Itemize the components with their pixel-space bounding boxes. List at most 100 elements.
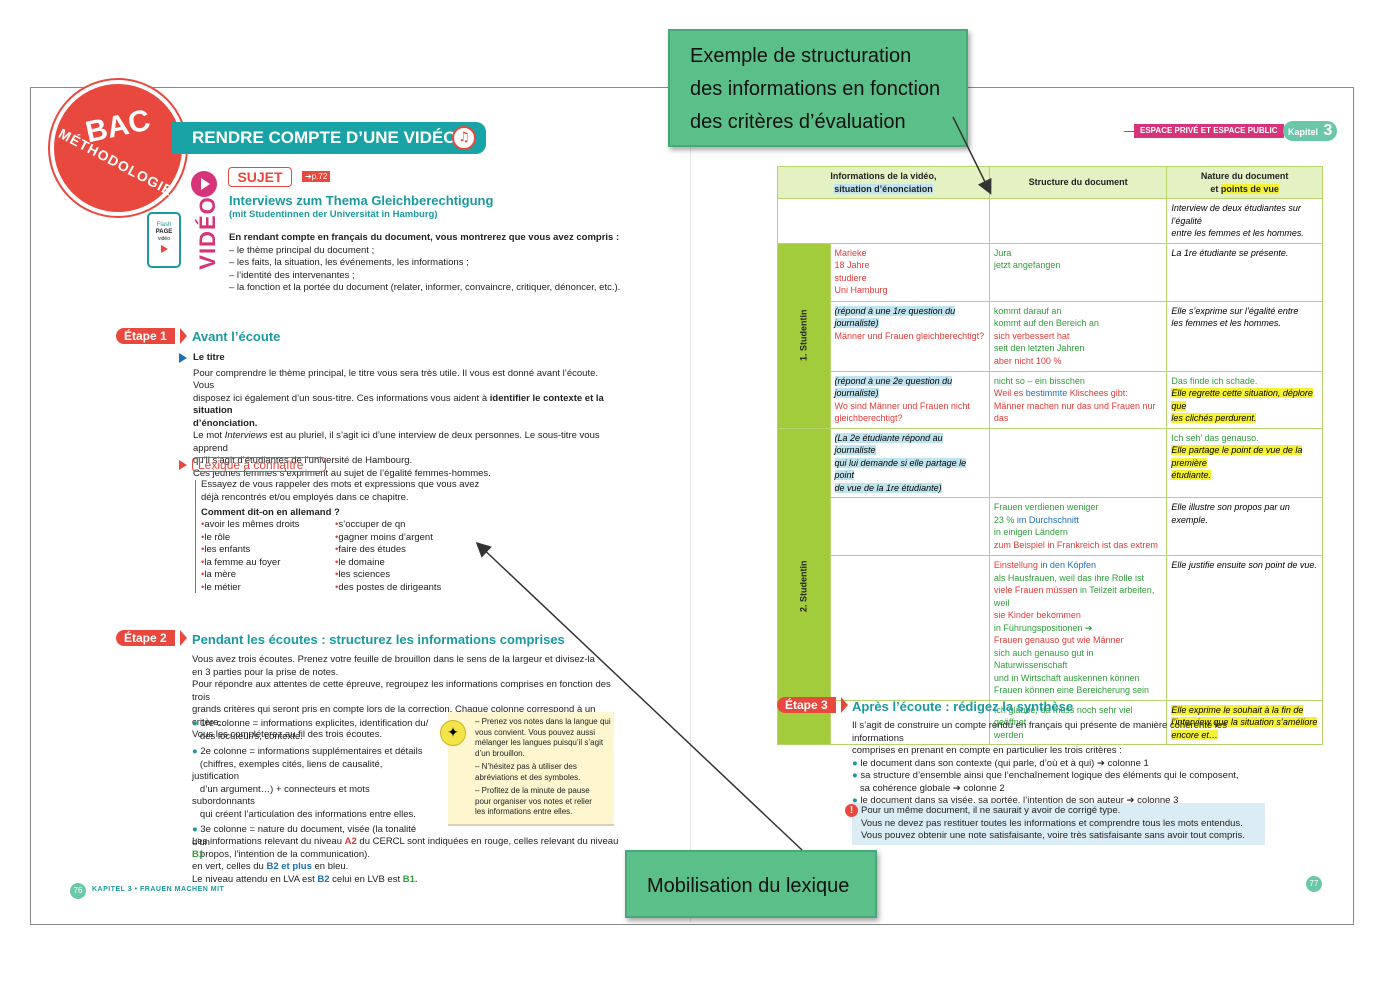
video-small-label: vidéo bbox=[158, 236, 170, 242]
lexique-item: •faire des études bbox=[335, 544, 406, 555]
sujet-title: Interviews zum Thema Gleichberechtigung bbox=[229, 193, 494, 208]
callout-lexique: Mobilisation du lexique bbox=[625, 850, 877, 918]
flash-label: Flash bbox=[156, 222, 172, 228]
etape1-line: Pour comprendre le thème principal, le t… bbox=[193, 367, 599, 392]
table-cell: (répond à une 2e question du journaliste… bbox=[829, 370, 990, 429]
callout-structuration: Exemple de structuration des information… bbox=[668, 29, 968, 147]
etape1-line: disposez ici également d’un sous-titre. … bbox=[193, 392, 604, 417]
lexique-item: •la mère bbox=[201, 569, 237, 580]
table-cell: Elle illustre son propos par un exemple. bbox=[1166, 497, 1323, 556]
page-gutter bbox=[690, 88, 691, 922]
bac-badge: BAC MÉTHODOLOGIE bbox=[50, 80, 186, 216]
tip-line: – N’hésitez pas à utiliser des bbox=[475, 762, 577, 771]
lexique-item: •le métier bbox=[201, 581, 241, 593]
warning-icon: ! bbox=[845, 804, 858, 817]
etape1-line: Ces jeunes femmes s’expriment au sujet d… bbox=[193, 467, 491, 479]
etape3-title: Après l’écoute : rédigez la synthèse bbox=[852, 699, 1074, 714]
colonne-1: ● 1re colonne = informations explicites,… bbox=[192, 718, 429, 742]
etape3-text: Il s’agit de construire un compte rendu … bbox=[852, 720, 1272, 808]
lexique-title: Lexique à connaître bbox=[192, 457, 326, 472]
lexique-item: •des postes de dirigeants bbox=[335, 581, 442, 593]
etape2-label: Étape 2 bbox=[116, 630, 175, 646]
triangle-icon bbox=[179, 353, 187, 363]
etape1-line: d’énonciation. bbox=[193, 417, 258, 429]
note-text: Pour un même document, il ne saurait y a… bbox=[861, 805, 1261, 843]
lexique-item: •les enfants bbox=[201, 544, 251, 555]
etape1-subheading: Le titre bbox=[193, 352, 225, 363]
lexique-item: •la femme au foyer bbox=[201, 556, 281, 568]
footer-chapter: KAPITEL 3 • FRAUEN MACHEN MIT bbox=[92, 886, 225, 893]
etape3-chevron-icon bbox=[841, 697, 848, 713]
colonne-3: ● 3e colonne = nature du document, visée… bbox=[192, 824, 417, 860]
arrow-to-table bbox=[952, 116, 992, 195]
etape2-chevron-icon bbox=[180, 630, 187, 646]
play-icon-small bbox=[160, 245, 168, 253]
lexique-item: •le rôle bbox=[201, 531, 231, 543]
etape1-line: Le mot Interviews est au pluriel, il s’a… bbox=[193, 430, 600, 454]
level-line: Les informations relevant du niveau A2 d… bbox=[192, 836, 619, 860]
lexique-line: déjà rencontrés et/ou employés dans ce c… bbox=[201, 491, 409, 503]
play-icon[interactable] bbox=[191, 171, 217, 197]
sujet-subtitle: (mit Studentinnen der Universität in Ham… bbox=[229, 209, 438, 220]
lexique-item: •le domaine bbox=[335, 556, 385, 568]
sujet-page-ref[interactable]: ➔p.72 bbox=[302, 171, 331, 182]
tips-text: – Prenez vos notes dans la langue qui vo… bbox=[475, 717, 615, 818]
etape3-label: Étape 3 bbox=[777, 697, 836, 713]
etape2-text: Vous avez trois écoutes. Prenez votre fe… bbox=[192, 654, 617, 742]
table-cell bbox=[777, 198, 990, 244]
flash-page-phone: Flash PAGE vidéo bbox=[147, 212, 181, 268]
arrow-to-lexique bbox=[475, 541, 803, 851]
sujet-bullet: – l’identité des intervenantes ; bbox=[229, 269, 355, 281]
page-number-right: 77 bbox=[1306, 876, 1322, 892]
note-box bbox=[852, 803, 1265, 845]
etape2-line: grands critères qui seront pris en compt… bbox=[192, 704, 596, 728]
etape1-label: Étape 1 bbox=[116, 328, 175, 344]
structure-table: Informations de la vidéo,situation d’éno… bbox=[777, 166, 1323, 745]
table-cell: La 1re étudiante se présente. bbox=[1166, 242, 1323, 302]
tag-line bbox=[1124, 131, 1134, 132]
level-line: en vert, celles du B2 et plus en bleu. bbox=[192, 861, 349, 872]
sujet-bullet: – le thème principal du document ; bbox=[229, 244, 375, 256]
banner-title: RENDRE COMPTE D’UNE VIDÉO bbox=[192, 128, 457, 147]
lexique-rule bbox=[195, 480, 196, 593]
colonne-list: ● 1re colonne = informations explicites,… bbox=[192, 718, 432, 862]
etape3-line: comprises en prenant en compte en partic… bbox=[852, 745, 1122, 756]
etape2-line: Vous avez trois écoutes. Prenez votre fe… bbox=[192, 654, 595, 665]
sujet-intro: En rendant compte en français du documen… bbox=[229, 232, 629, 295]
col-header-informations: Informations de la vidéo,situation d’éno… bbox=[777, 166, 990, 199]
table-cell: Das finde ich schade.Elle regrette cette… bbox=[1166, 370, 1323, 429]
chapter-tag-text: ESPACE PRIVÉ ET ESPACE PUBLIC bbox=[1140, 126, 1278, 135]
table-cell bbox=[829, 699, 990, 745]
lightbulb-icon: ✦ bbox=[440, 720, 466, 746]
etape3-bullet: ● sa structure d’ensemble ainsi que l’en… bbox=[852, 770, 1239, 794]
table-cell bbox=[829, 555, 990, 701]
callout-line: des informations en fonction bbox=[690, 78, 941, 100]
etape1-title: Avant l’écoute bbox=[192, 329, 281, 344]
lexique-question: Comment dit-on en allemand ? bbox=[201, 507, 340, 518]
table-cell: Ich seh’ das genauso.Elle partage le poi… bbox=[1166, 427, 1323, 498]
level-legend: Les informations relevant du niveau A2 d… bbox=[192, 836, 622, 886]
lexique-item: •les sciences bbox=[335, 569, 391, 580]
table-cell: Ich glaube, da muss noch sehr viel geöff… bbox=[988, 699, 1168, 745]
lexique-col1: •avoir les mêmes droits •le rôle •les en… bbox=[201, 519, 336, 594]
kapitel-number: 3 bbox=[1323, 122, 1333, 139]
page-number-left: 76 bbox=[70, 883, 86, 899]
etape2-line: Pour répondre aux attentes de cette épre… bbox=[192, 679, 611, 703]
kapitel-pill: Kapitel 3 bbox=[1283, 121, 1337, 141]
callout-line: des critères d’évaluation bbox=[690, 111, 906, 133]
etape1-line: qu’il s’agit d’étudiantes de l’universit… bbox=[193, 455, 413, 466]
kapitel-label: Kapitel bbox=[1288, 127, 1319, 137]
tip-line: – Profitez de la minute de pause bbox=[475, 786, 590, 795]
lexique-triangle-icon bbox=[179, 460, 187, 470]
lexique-col2: •s’occuper de qn •gagner moins d’argent … bbox=[335, 519, 475, 594]
tip-line: abréviations et des symboles. bbox=[475, 772, 581, 782]
chapter-tag: ESPACE PRIVÉ ET ESPACE PUBLIC bbox=[1134, 124, 1284, 138]
colonne-2: ● 2e colonne = informations supplémentai… bbox=[192, 746, 423, 820]
tip-line: mélanger les langues puisqu’il s’agit bbox=[475, 738, 604, 747]
table-cell: Interview de deux étudiantes sur l’égali… bbox=[1166, 198, 1323, 244]
